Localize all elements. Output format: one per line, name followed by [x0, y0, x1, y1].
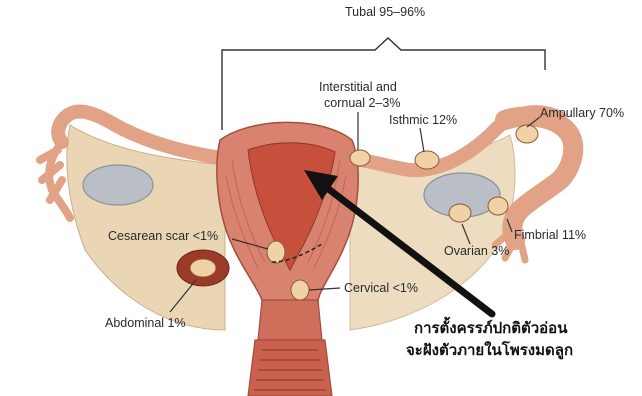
annotation-line1: การตั้งครรภ์ปกติตัวอ่อน — [414, 318, 567, 338]
label-interstitial-line1: Interstitial and — [319, 80, 397, 94]
label-abdominal: Abdominal 1% — [105, 316, 186, 330]
cervical-embryo-sac — [291, 280, 309, 300]
label-isthmic: Isthmic 12% — [389, 113, 457, 127]
isthmic-embryo-sac — [415, 151, 439, 169]
left-ovary — [83, 165, 153, 205]
ampullary-embryo-sac — [516, 125, 538, 143]
cervix — [258, 300, 322, 340]
label-tubal: Tubal 95–96% — [345, 5, 425, 19]
label-interstitial-line2: cornual 2–3% — [324, 96, 400, 110]
label-cesarean-scar: Cesarean scar <1% — [108, 229, 218, 243]
cesarean-embryo-sac — [267, 241, 285, 263]
label-ovarian: Ovarian 3% — [444, 244, 509, 258]
abdominal-embryo-sac — [190, 259, 216, 277]
label-fimbrial: Fimbrial 11% — [514, 228, 586, 242]
annotation-line2: จะฝังตัวภายในโพรงมดลูก — [406, 340, 573, 360]
fimbrial-embryo-sac — [488, 197, 508, 215]
left-fimbriae — [40, 142, 70, 218]
vaginal-canal — [248, 340, 332, 396]
label-ampullary: Ampullary 70% — [540, 106, 624, 120]
interstitial-embryo-sac — [350, 150, 370, 166]
label-cervical: Cervical <1% — [344, 281, 418, 295]
ovarian-embryo-sac — [449, 204, 471, 222]
